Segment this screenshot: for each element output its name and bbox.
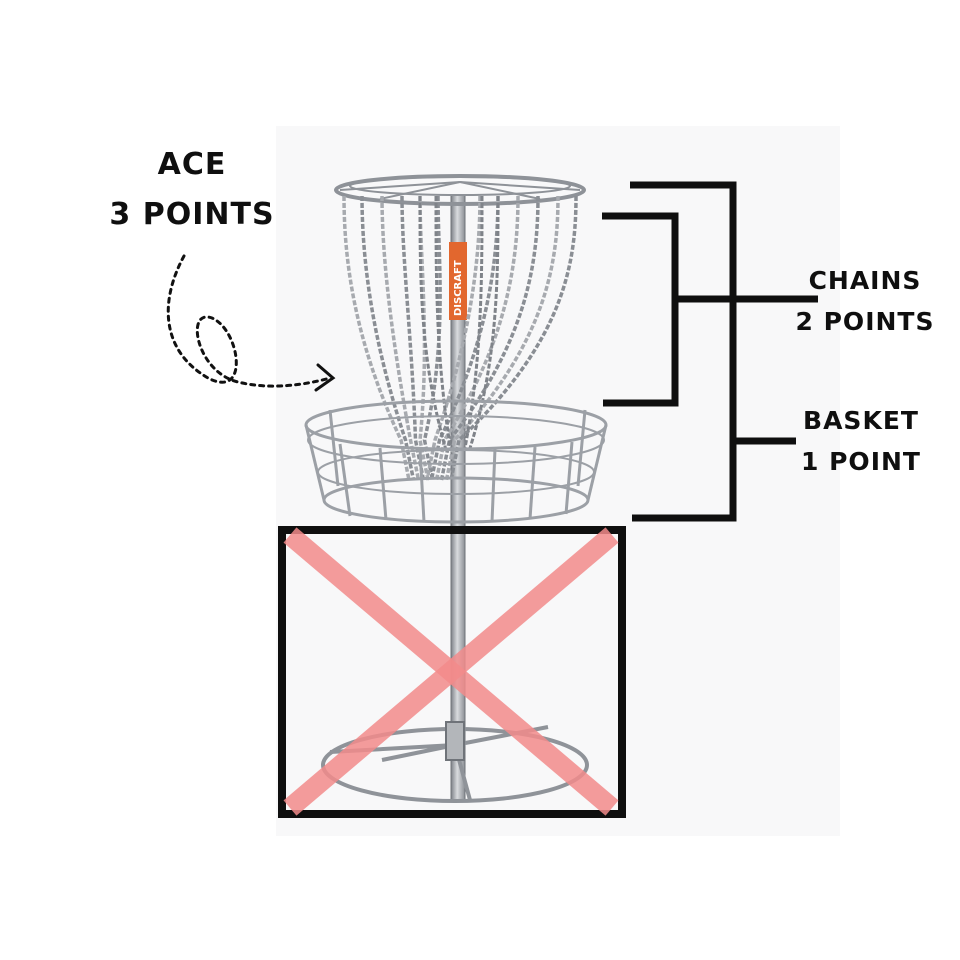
- brand-band-text: DISCRAFT: [453, 260, 464, 316]
- x-mark: [283, 527, 619, 816]
- ace-label-line2: 3 POINTS: [109, 197, 275, 232]
- basket-bracket: [630, 181, 796, 522]
- basket-label-line2: 1 POINT: [801, 447, 921, 476]
- chains-bracket: [602, 212, 818, 407]
- base-box: [278, 526, 626, 818]
- ace-label-line1: ACE: [157, 147, 227, 182]
- chain-strand: [380, 195, 421, 481]
- chains-label-line2: 2 POINTS: [795, 307, 935, 336]
- chain-strand: [422, 195, 442, 481]
- basket: [304, 399, 608, 524]
- brand-band: [449, 242, 467, 320]
- photo-backdrop: [276, 126, 840, 836]
- ace-label: ACE 3 POINTS: [92, 150, 292, 230]
- basket-label: BASKET 1 POINT: [776, 408, 946, 474]
- basket-label-line1: BASKET: [803, 406, 919, 435]
- ace-arrow: [166, 254, 332, 388]
- chains-label-line1: CHAINS: [808, 266, 922, 295]
- chain-top-ring: [334, 174, 586, 206]
- chain-strand: [425, 195, 482, 481]
- arrow-head-icon: [314, 363, 336, 392]
- chain-strand-inner: [418, 195, 448, 451]
- chain-strand: [400, 195, 426, 481]
- chains-label: CHAINS 2 POINTS: [780, 268, 950, 334]
- chain-strand: [360, 195, 416, 481]
